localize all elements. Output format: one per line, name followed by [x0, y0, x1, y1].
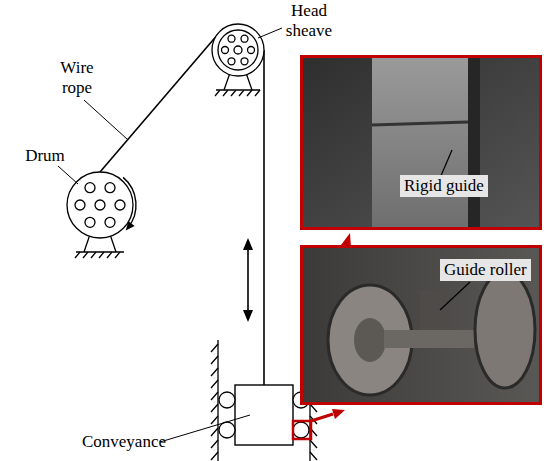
drum-hole: [105, 217, 115, 227]
leader-line: [58, 166, 78, 184]
sheave-hole: [228, 35, 235, 42]
leader-line: [160, 415, 250, 442]
leader-line: [258, 28, 282, 38]
conveyance-body: [235, 385, 293, 445]
part-label: Wire rope: [52, 58, 102, 98]
sheave-hole: [222, 47, 229, 54]
roller-bracket-photo: [420, 290, 450, 330]
drum-hub: [95, 200, 105, 210]
leader-line: [84, 100, 127, 139]
drum-hole: [115, 200, 125, 210]
rigid-guide-photo: [372, 58, 468, 228]
photo-background: [300, 245, 542, 405]
sheave-hole: [228, 58, 235, 65]
part-label: Drum: [20, 146, 70, 166]
wire-rope: [263, 50, 265, 385]
leader-line: [440, 282, 470, 310]
callout-arrowhead: [332, 409, 345, 419]
sheave-hole: [241, 58, 248, 65]
inset-caption: Guide roller: [440, 259, 531, 281]
drum-rim: [67, 172, 133, 238]
drum-hole: [85, 217, 95, 227]
head-sheave: [212, 24, 264, 76]
roller-wheel-photo: [475, 272, 535, 388]
drum: [67, 172, 133, 238]
guide-hatch: [211, 344, 218, 460]
photo-shadow: [468, 58, 480, 228]
highlight-square: [293, 421, 311, 439]
roller: [293, 422, 309, 438]
rotation-arrow: [123, 177, 136, 228]
wire-rope: [100, 33, 219, 172]
drum-hole: [105, 183, 115, 193]
guide-rollers: [219, 392, 309, 438]
motion-arrowhead: [243, 238, 253, 250]
motion-arrowhead: [243, 310, 253, 322]
ground-hatch: [75, 252, 120, 258]
photo-background: [300, 55, 542, 230]
drum-hole: [85, 183, 95, 193]
sheave-hub: [234, 46, 242, 54]
part-label: Head sheave: [278, 1, 340, 41]
sheave-hole: [241, 35, 248, 42]
ground-line: [216, 89, 260, 90]
ground-line: [76, 251, 124, 252]
part-label: Conveyance: [74, 432, 174, 452]
roller-axle-photo: [384, 330, 474, 348]
callout-arrow: [311, 414, 333, 421]
photo-inset: Guide roller: [300, 245, 542, 405]
guide-joint: [372, 122, 468, 125]
leader-line: [440, 150, 452, 178]
sheave-groove: [218, 30, 258, 70]
rotation-arrowhead: [126, 221, 135, 231]
sheave-rim: [212, 24, 264, 76]
roller-hub-photo: [354, 318, 386, 362]
drum-hole: [75, 200, 85, 210]
inset-caption: Rigid guide: [400, 175, 488, 197]
roller: [219, 422, 235, 438]
ground-hatch: [215, 90, 260, 96]
photo-inset: Rigid guide: [300, 55, 542, 230]
sheave-hole: [248, 47, 255, 54]
motion-arrow: [247, 246, 249, 314]
roller: [219, 392, 235, 408]
